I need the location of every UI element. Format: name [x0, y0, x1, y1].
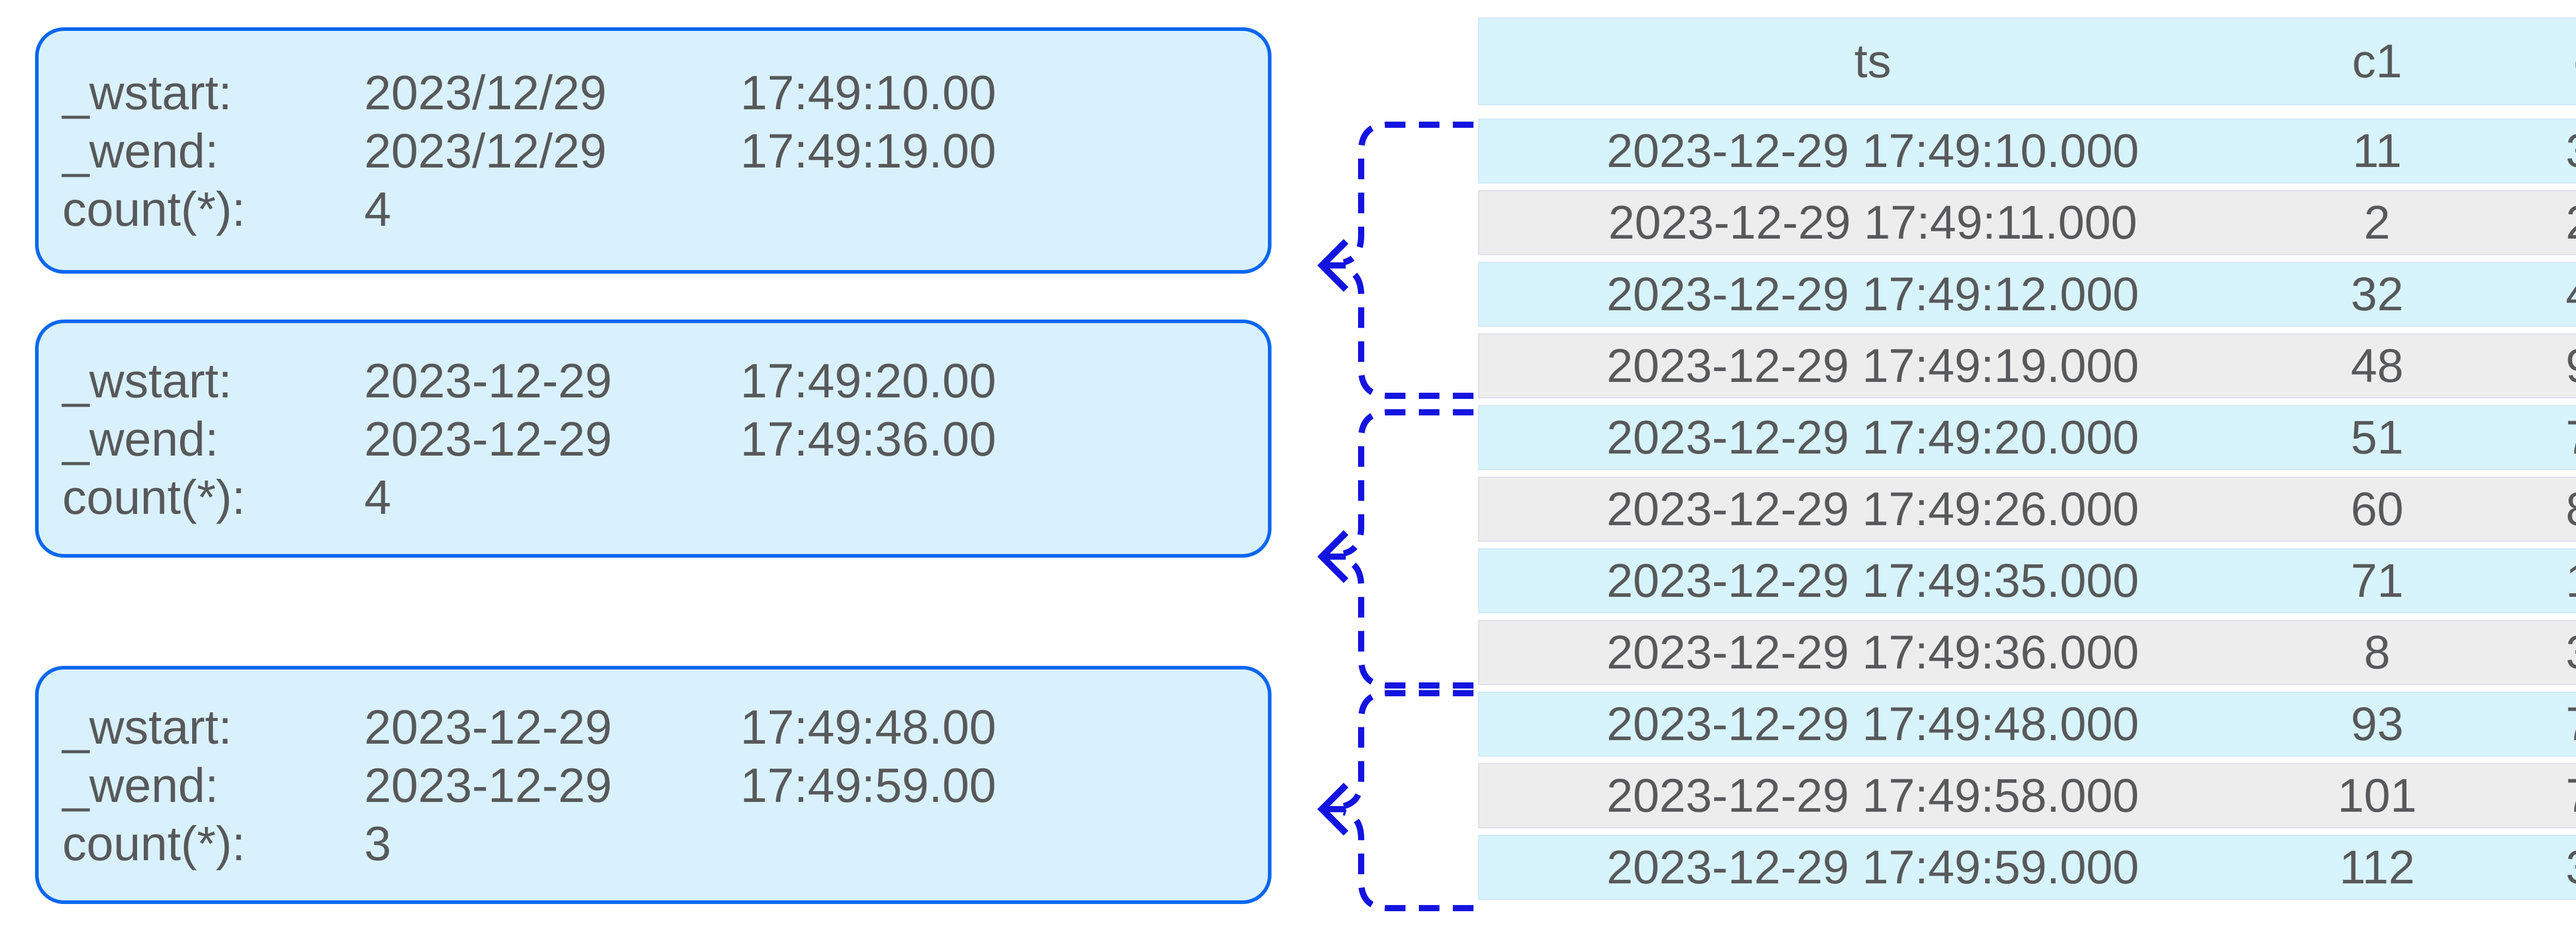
wstart-time: 17:49:20.00 [740, 353, 996, 408]
c2-cell: 3.1 [2488, 124, 2576, 178]
c2-cell: 4.8 [2488, 267, 2576, 322]
c1-cell: 48 [2350, 339, 2404, 392]
count-label: count(*): [62, 181, 246, 236]
wstart-time: 17:49:48.00 [740, 699, 996, 754]
c1-cell: 93 [2350, 697, 2404, 750]
c1-cell: 51 [2350, 411, 2404, 464]
ts-cell: 2023-12-29 17:49:11.000 [1608, 196, 2138, 249]
table-row: 2023-12-29 17:49:20.000 51 7.6 [1478, 405, 2576, 470]
window-result-box-3: _wstart: 2023-12-29 17:49:48.00 _wend: 2… [35, 666, 1272, 904]
wend-date: 2023-12-29 [364, 411, 612, 466]
ts-cell: 2023-12-29 17:49:58.000 [1606, 769, 2139, 822]
ts-cell: 2023-12-29 17:49:26.000 [1606, 482, 2139, 535]
table-row: 2023-12-29 17:49:36.000 8 3.6 [1478, 620, 2576, 685]
ts-cell: 2023-12-29 17:49:19.000 [1606, 339, 2139, 392]
wend-line: _wend: 2023-12-29 17:49:59.00 [62, 756, 1268, 814]
c2-cell: 8.2 [2488, 482, 2576, 537]
ts-cell: 2023-12-29 17:49:12.000 [1606, 267, 2139, 321]
brace-bottom-half [1343, 265, 1473, 399]
wend-label: _wend: [62, 411, 219, 466]
row-group-brace-3 [1317, 690, 1473, 911]
wstart-time: 17:49:10.00 [740, 65, 996, 120]
c1-cell: 71 [2350, 554, 2404, 607]
wstart-label: _wstart: [62, 699, 232, 754]
count-value: 4 [364, 181, 392, 236]
c2-cell: 7.6 [2488, 769, 2576, 823]
table-row: 2023-12-29 17:49:58.000 101 7.6 [1478, 763, 2576, 828]
count-line: count(*): 4 [62, 468, 1268, 526]
c2-cell: 9.1 [2488, 339, 2576, 393]
c2-cell: 7.6 [2488, 411, 2576, 465]
ts-cell: 2023-12-29 17:49:35.000 [1606, 554, 2139, 607]
table-row: 2023-12-29 17:49:26.000 60 8.2 [1478, 477, 2576, 542]
wstart-line: _wstart: 2023-12-29 17:49:48.00 [62, 698, 1268, 756]
wstart-date: 2023/12/29 [364, 65, 607, 120]
wend-time: 17:49:59.00 [740, 758, 996, 812]
wend-time: 17:49:36.00 [740, 411, 996, 466]
wend-date: 2023-12-29 [364, 758, 612, 812]
count-line: count(*): 4 [62, 180, 1268, 238]
ts-cell: 2023-12-29 17:49:10.000 [1606, 124, 2139, 177]
c2-cell: 2.6 [2488, 196, 2576, 250]
table-header-row: ts c1 c2 [1478, 18, 2576, 105]
wend-label: _wend: [62, 123, 219, 178]
table-row: 2023-12-29 17:49:59.000 112 3.1 [1478, 835, 2576, 900]
arrow-left-icon [1317, 239, 1349, 292]
brace-top-half [1343, 409, 1473, 557]
c1-cell: 60 [2350, 482, 2404, 535]
ts-cell: 2023-12-29 17:49:48.000 [1606, 697, 2139, 750]
window-result-box-1: _wstart: 2023/12/29 17:49:10.00 _wend: 2… [35, 27, 1272, 274]
brace-top-half [1343, 690, 1473, 809]
table-row: 2023-12-29 17:49:12.000 32 4.8 [1478, 262, 2576, 327]
ts-cell: 2023-12-29 17:49:36.000 [1606, 626, 2139, 679]
c1-cell: 32 [2350, 267, 2404, 321]
wstart-line: _wstart: 2023/12/29 17:49:10.00 [62, 63, 1268, 122]
row-group-brace-1 [1317, 122, 1473, 399]
source-data-table: ts c1 c2 2023-12-29 17:49:10.000 11 3.1 … [1478, 18, 2576, 907]
wend-line: _wend: 2023/12/29 17:49:19.00 [62, 122, 1268, 180]
table-row: 2023-12-29 17:49:11.000 2 2.6 [1478, 190, 2576, 255]
row-group-brace-2 [1317, 409, 1473, 689]
wend-line: _wend: 2023-12-29 17:49:36.00 [62, 410, 1268, 468]
table-row: 2023-12-29 17:49:19.000 48 9.1 [1478, 333, 2576, 398]
count-value: 4 [364, 470, 392, 524]
wend-label: _wend: [62, 758, 219, 812]
c1-cell: 112 [2339, 841, 2415, 894]
table-row: 2023-12-29 17:49:48.000 93 7.9 [1478, 692, 2576, 757]
column-header-c1: c1 [2352, 35, 2402, 88]
brace-top-half [1343, 122, 1473, 265]
window-result-box-2: _wstart: 2023-12-29 17:49:20.00 _wend: 2… [35, 320, 1272, 558]
wend-time: 17:49:19.00 [740, 123, 996, 178]
c2-cell: 3.1 [2488, 841, 2576, 895]
column-header-c2: c2 [2488, 35, 2576, 89]
column-header-ts: ts [1854, 35, 1891, 88]
count-label: count(*): [62, 816, 246, 870]
ts-cell: 2023-12-29 17:49:59.000 [1606, 841, 2139, 894]
c1-cell: 2 [2364, 196, 2391, 249]
count-line: count(*): 3 [62, 814, 1268, 873]
brace-bottom-half [1343, 557, 1473, 689]
brace-bottom-half [1343, 809, 1473, 911]
c1-cell: 11 [2352, 124, 2402, 177]
wstart-label: _wstart: [62, 65, 232, 120]
c1-cell: 8 [2364, 626, 2391, 679]
wstart-date: 2023-12-29 [364, 353, 612, 408]
table-row: 2023-12-29 17:49:35.000 71 1.2 [1478, 548, 2576, 613]
arrow-left-icon [1317, 782, 1349, 836]
ts-cell: 2023-12-29 17:49:20.000 [1606, 411, 2139, 464]
wend-date: 2023/12/29 [364, 123, 607, 178]
c2-cell: 7.9 [2488, 697, 2576, 751]
table-row: 2023-12-29 17:49:10.000 11 3.1 [1478, 119, 2576, 183]
arrow-left-icon [1317, 530, 1349, 583]
wstart-line: _wstart: 2023-12-29 17:49:20.00 [62, 351, 1268, 410]
count-label: count(*): [62, 470, 246, 524]
c2-cell: 3.6 [2488, 626, 2576, 680]
count-value: 3 [364, 816, 392, 870]
c2-cell: 1.2 [2488, 554, 2576, 608]
wstart-date: 2023-12-29 [364, 699, 612, 754]
wstart-label: _wstart: [62, 353, 232, 408]
c1-cell: 101 [2337, 769, 2417, 822]
